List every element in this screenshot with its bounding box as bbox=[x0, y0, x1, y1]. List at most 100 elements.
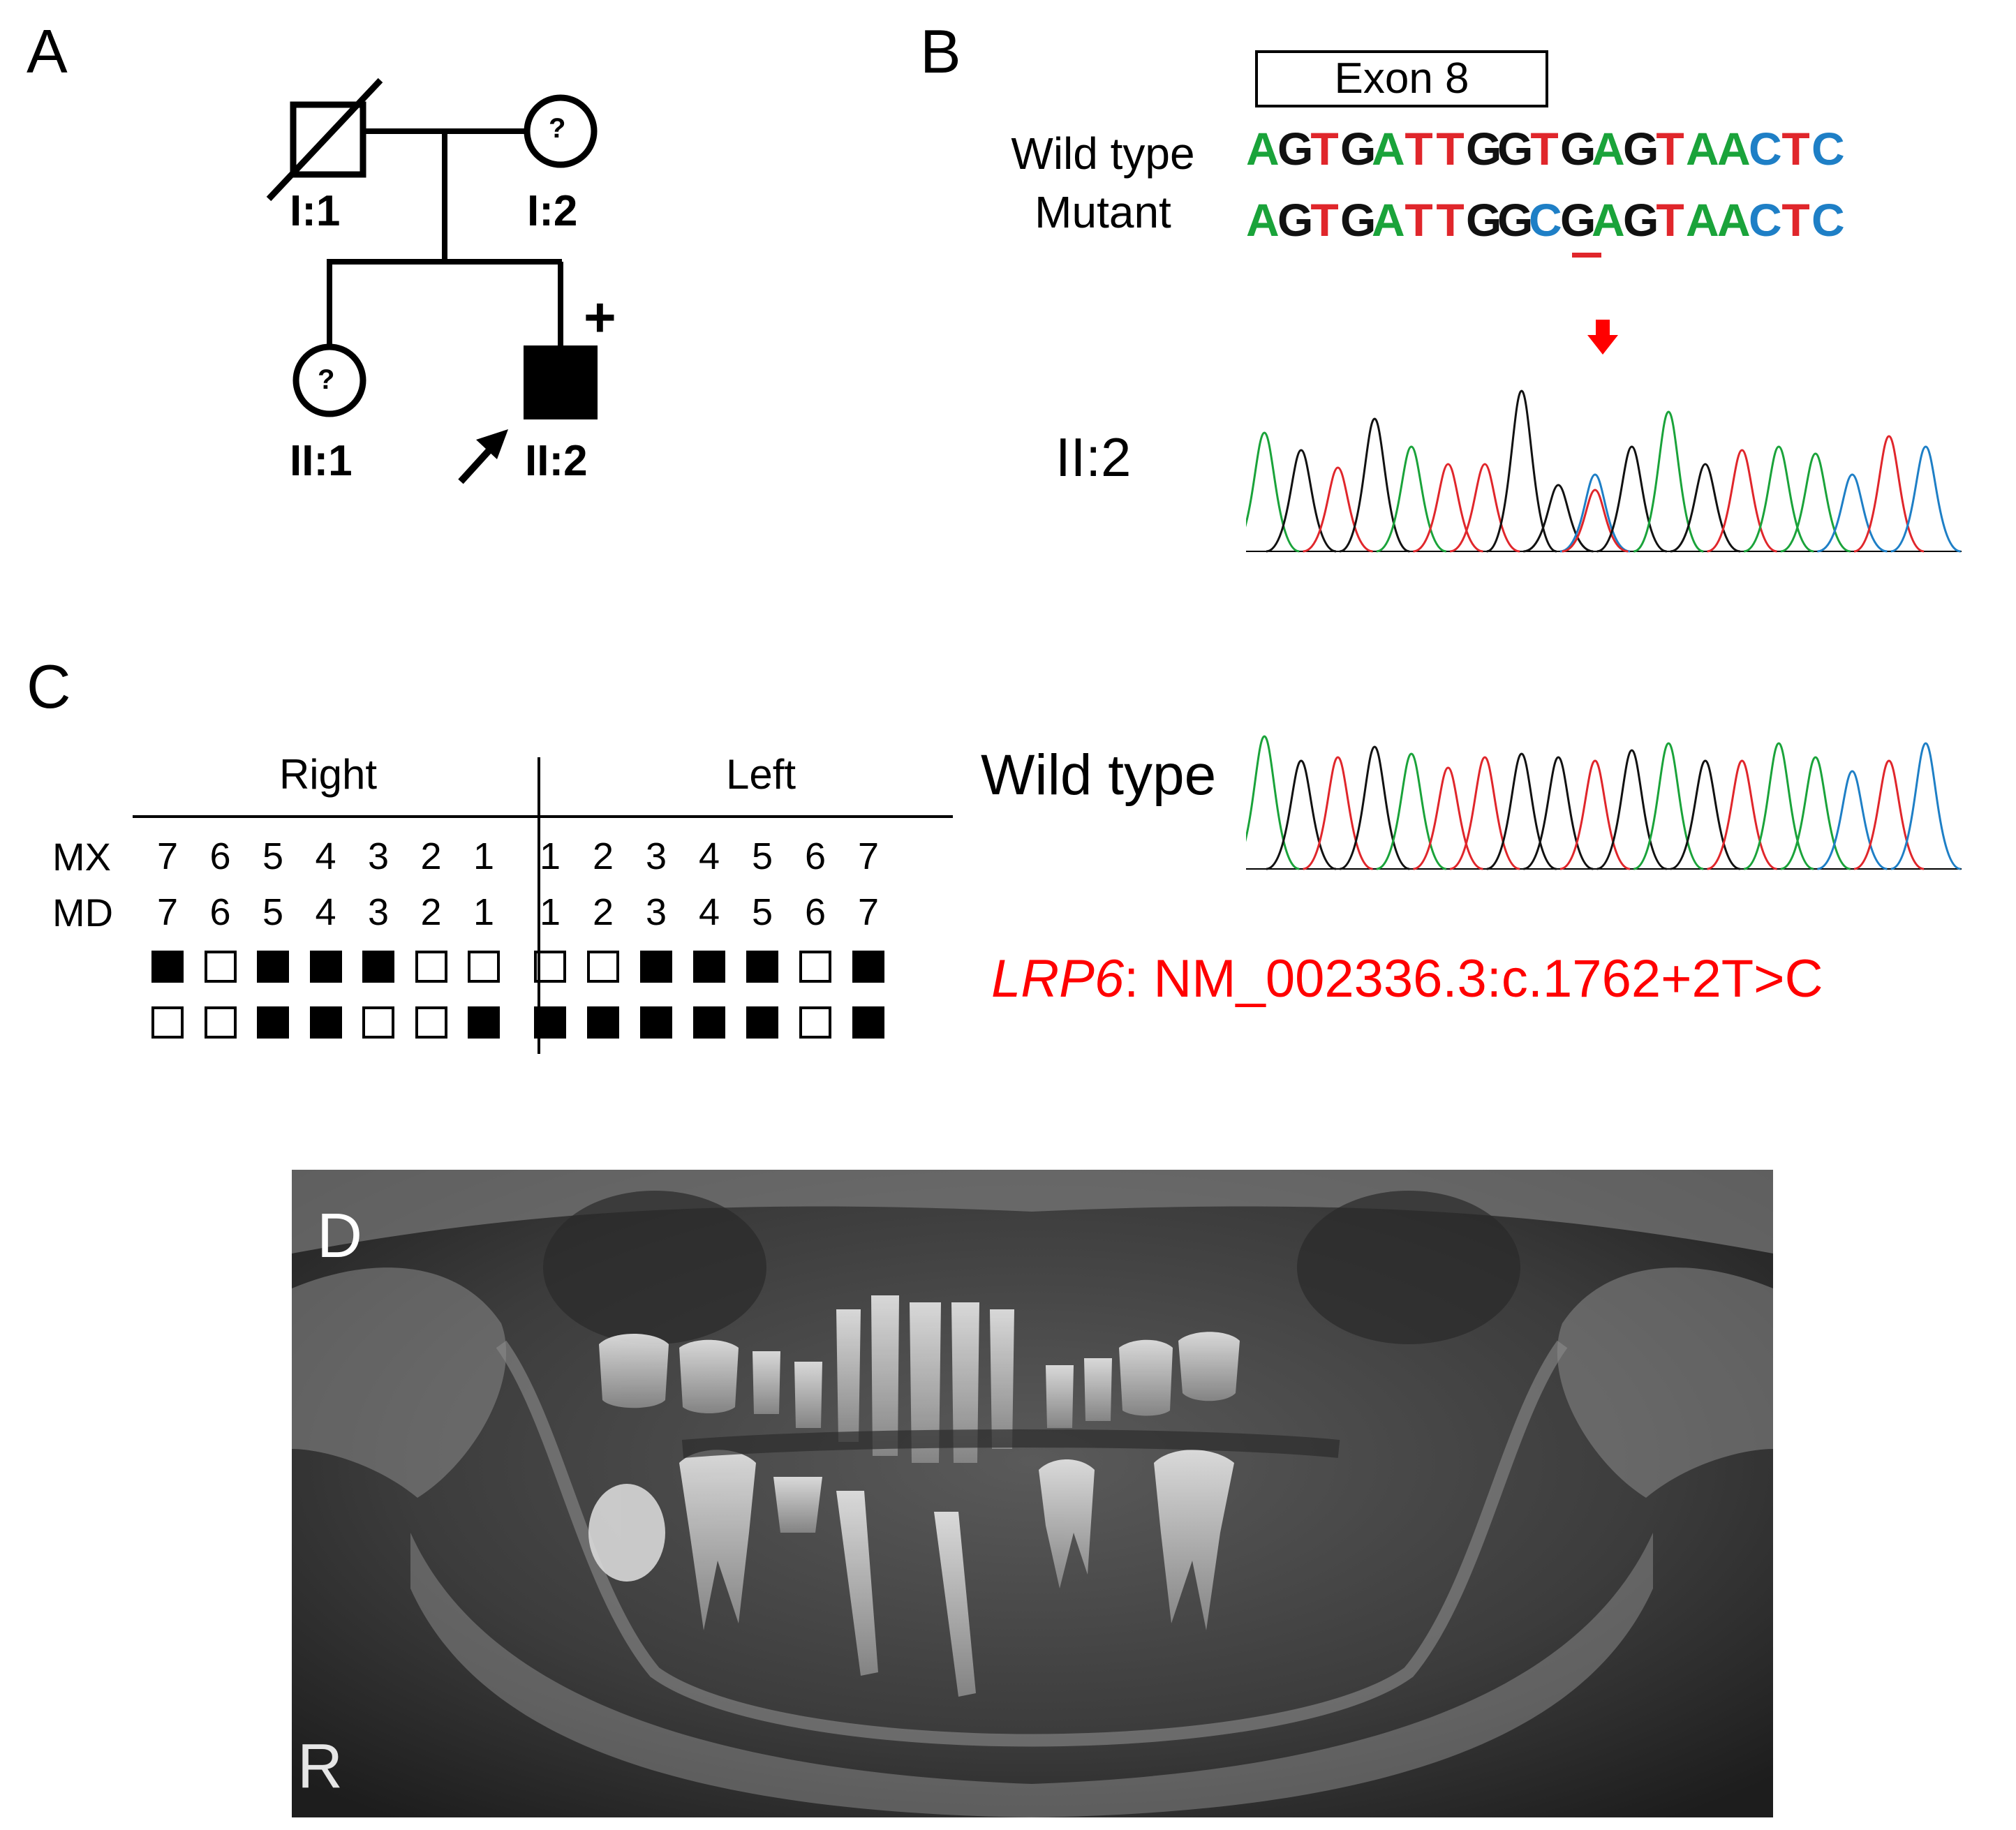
tooth-number: 7 bbox=[857, 835, 880, 877]
tooth-number: 1 bbox=[539, 891, 561, 933]
trace-peak-A bbox=[1633, 410, 1704, 553]
tooth-number: 6 bbox=[209, 835, 231, 877]
tooth-missing-mark bbox=[309, 1006, 342, 1039]
trace-peak-C bbox=[1890, 445, 1962, 553]
chromatogram-wild-type bbox=[1246, 735, 1962, 870]
base-T: T bbox=[1530, 123, 1559, 174]
unknown-mark: ? bbox=[318, 364, 335, 395]
pedigree-female-unknown bbox=[524, 94, 598, 168]
base-G: G bbox=[1497, 123, 1534, 174]
pedigree-label-i2: I:2 bbox=[527, 187, 578, 235]
tooth-missing-mark bbox=[257, 951, 289, 983]
tooth-present-mark bbox=[151, 1006, 184, 1039]
base-C: C bbox=[1811, 194, 1845, 246]
base-A: A bbox=[1372, 194, 1405, 246]
side-marker-r: R bbox=[297, 1732, 343, 1801]
tooth-present-mark bbox=[468, 951, 500, 983]
tooth-number: 6 bbox=[209, 891, 231, 933]
pedigree-label-ii1: II:1 bbox=[290, 437, 353, 485]
tooth-present-mark bbox=[204, 1006, 237, 1039]
tooth-present-mark bbox=[587, 951, 619, 983]
tooth-present-mark bbox=[799, 951, 831, 983]
trace-peak-T bbox=[1449, 463, 1520, 553]
mutation-arrow-icon bbox=[1587, 320, 1618, 355]
base-G: G bbox=[1277, 194, 1314, 246]
base-A: A bbox=[1592, 194, 1625, 246]
radiograph-image bbox=[292, 1170, 1773, 1817]
chromatogram-mutant bbox=[1246, 389, 1962, 553]
tooth-number: 5 bbox=[262, 835, 284, 877]
base-T: T bbox=[1656, 123, 1684, 174]
tooth-number: 2 bbox=[420, 891, 442, 933]
base-A: A bbox=[1686, 194, 1719, 246]
midline-divider bbox=[538, 757, 540, 1054]
left-side-label: Left bbox=[725, 751, 796, 798]
tooth-missing-mark bbox=[693, 1006, 725, 1039]
pedigree-chart bbox=[266, 77, 598, 484]
tooth-present-mark bbox=[204, 951, 237, 983]
trace-peak-T bbox=[1707, 759, 1777, 870]
tooth-number: 6 bbox=[804, 891, 827, 933]
base-C: C bbox=[1811, 123, 1845, 174]
tooth-number: 7 bbox=[156, 835, 179, 877]
base-T: T bbox=[1404, 194, 1433, 246]
tooth-missing-mark bbox=[852, 951, 884, 983]
trace-peak-G bbox=[1670, 463, 1741, 553]
base-C: C bbox=[1749, 194, 1782, 246]
tooth-present-mark bbox=[415, 1006, 447, 1039]
base-T: T bbox=[1781, 194, 1810, 246]
base-G: G bbox=[1623, 123, 1659, 174]
trace-peak-C bbox=[1890, 742, 1962, 870]
tooth-number: 2 bbox=[592, 835, 614, 877]
trace-peak-A bbox=[1376, 445, 1447, 553]
trace-peak-A bbox=[1780, 452, 1851, 553]
base-A: A bbox=[1246, 123, 1280, 174]
tooth-missing-mark bbox=[362, 951, 394, 983]
right-side-label: Right bbox=[279, 751, 378, 798]
trace-peak-T bbox=[1303, 466, 1373, 553]
base-G: G bbox=[1560, 194, 1596, 246]
tooth-missing-mark bbox=[257, 1006, 289, 1039]
base-G: G bbox=[1497, 194, 1534, 246]
trace-peak-G bbox=[1339, 417, 1410, 553]
tooth-number: 4 bbox=[698, 891, 720, 933]
pedigree-female-unknown bbox=[292, 343, 366, 417]
tooth-missing-mark bbox=[640, 1006, 672, 1039]
variant-name: : NM_002336.3:c.1762+2T>C bbox=[1124, 949, 1823, 1009]
tooth-number: 4 bbox=[315, 835, 336, 877]
tooth-number: 3 bbox=[367, 891, 390, 933]
tooth-missing-mark bbox=[309, 951, 342, 983]
panoramic-radiograph: D R bbox=[292, 1170, 1773, 1817]
base-C: C bbox=[1749, 123, 1782, 174]
tooth-number: 5 bbox=[751, 891, 773, 933]
tooth-number: 3 bbox=[367, 835, 390, 877]
row-label-mx: MX bbox=[52, 835, 111, 879]
trace-peak-G bbox=[1523, 484, 1594, 553]
trace-peak-secondary bbox=[1562, 489, 1629, 553]
wild-type-trace-label: Wild type bbox=[981, 743, 1217, 807]
mutation-underline bbox=[1572, 253, 1601, 258]
base-T: T bbox=[1781, 123, 1810, 174]
tooth-present-mark bbox=[534, 951, 566, 983]
base-G: G bbox=[1340, 194, 1377, 246]
trace-peak-A bbox=[1780, 756, 1851, 870]
tooth-number: 1 bbox=[473, 835, 495, 877]
base-A: A bbox=[1686, 123, 1719, 174]
base-C: C bbox=[1529, 194, 1562, 246]
tooth-number: 5 bbox=[751, 835, 773, 877]
tooth-number: 3 bbox=[645, 835, 667, 877]
tooth-number: 1 bbox=[473, 891, 495, 933]
mutant-sequence: AGTGATTGGCGAGTAACTC bbox=[1246, 194, 1845, 246]
base-A: A bbox=[1372, 123, 1405, 174]
base-A: A bbox=[1246, 194, 1280, 246]
carrier-plus-mark: + bbox=[584, 286, 616, 348]
pedigree-label-i1: I:1 bbox=[290, 187, 341, 235]
exon-box bbox=[1255, 50, 1548, 107]
trace-peak-A bbox=[1743, 742, 1814, 870]
base-A: A bbox=[1717, 194, 1751, 246]
panel-label-d: D bbox=[317, 1201, 362, 1271]
base-G: G bbox=[1340, 123, 1377, 174]
base-T: T bbox=[1656, 194, 1684, 246]
trace-peak-C bbox=[1817, 473, 1888, 553]
panel-label-c: C bbox=[27, 652, 71, 721]
